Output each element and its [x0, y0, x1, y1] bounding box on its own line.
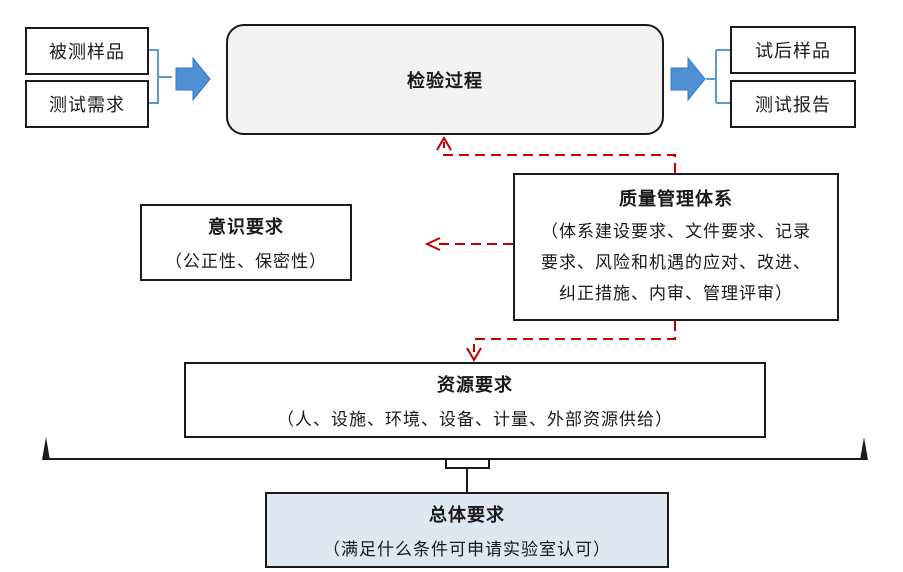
input-box-requirement: 测试需求: [25, 80, 149, 128]
right-pivot-icon: [860, 437, 868, 460]
qms-detail-line: 要求、风险和机遇的应对、改进、: [541, 252, 811, 273]
awareness-detail: （公正性、保密性）: [165, 252, 327, 272]
qms-detail-line: 纠正措施、内审、管理评审）: [559, 283, 793, 304]
qms-title: 质量管理体系: [619, 188, 733, 210]
resource-box: 资源要求 （人、设施、环境、设备、计量、外部资源供给）: [184, 362, 766, 438]
process-box: 检验过程: [226, 24, 664, 135]
resource-title: 资源要求: [437, 374, 513, 396]
awareness-title: 意识要求: [208, 217, 284, 238]
qms-box: 质量管理体系 （体系建设要求、文件要求、记录 要求、风险和机遇的应对、改进、 纠…: [513, 173, 839, 321]
output-arrow-icon: [670, 56, 706, 102]
qms-detail: （体系建设要求、文件要求、记录 要求、风险和机遇的应对、改进、 纠正措施、内审、…: [541, 217, 811, 310]
input-arrow-icon: [175, 56, 211, 102]
general-detail: （满足什么条件可申请实验室认可）: [323, 539, 611, 560]
qms-to-awareness-arrowhead: [424, 237, 441, 251]
qms-to-process-arrowhead: [436, 136, 452, 151]
qms-detail-line: （体系建设要求、文件要求、记录: [541, 221, 811, 242]
qms-to-resource-arrowhead: [466, 347, 482, 362]
general-box: 总体要求 （满足什么条件可申请实验室认可）: [265, 492, 669, 568]
qms-to-resource-connector: [473, 321, 676, 352]
general-title: 总体要求: [429, 504, 505, 526]
output-box-sample: 试后样品: [730, 26, 856, 74]
input-box-sample: 被测样品: [25, 27, 149, 75]
resource-detail: （人、设施、环境、设备、计量、外部资源供给）: [277, 409, 673, 430]
qms-to-process-connector: [443, 142, 676, 173]
awareness-box: 意识要求 （公正性、保密性）: [140, 204, 352, 281]
process-title: 检验过程: [407, 70, 483, 92]
output-bracket: [706, 49, 730, 104]
beam-support: [445, 459, 490, 469]
input-bracket: [149, 49, 172, 104]
output-box-report: 测试报告: [730, 80, 856, 128]
left-pivot-icon: [42, 437, 50, 460]
